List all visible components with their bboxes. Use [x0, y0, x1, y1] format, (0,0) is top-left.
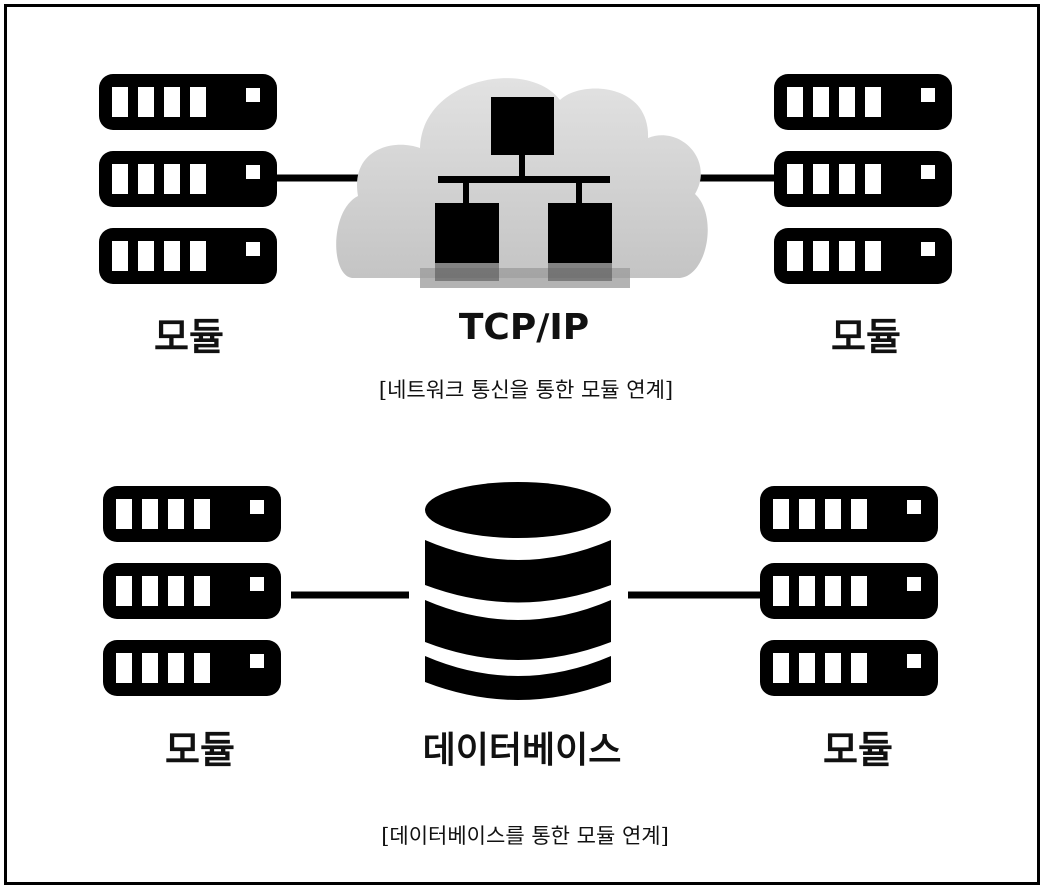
server-rack-icon [760, 486, 938, 696]
server-rack-icon [99, 74, 277, 284]
database-icon [425, 482, 611, 700]
network-caption: [네트워크 통신을 통한 모듈 연계] [378, 378, 674, 402]
figure-frame [4, 4, 1040, 885]
server-rack-icon [774, 74, 952, 284]
database-caption: [데이터베이스를 통한 모듈 연계] [381, 824, 669, 848]
tcp-ip-label: TCP/IP [458, 307, 590, 348]
module-label-right: 모듈 [823, 728, 893, 772]
server-rack-icon [103, 486, 281, 696]
network-topology-icon [435, 97, 612, 281]
module-label-left: 모듈 [154, 315, 224, 359]
module-label-left: 모듈 [165, 728, 235, 772]
database-label: 데이터베이스 [422, 730, 622, 771]
module-label-right: 모듈 [831, 315, 901, 359]
